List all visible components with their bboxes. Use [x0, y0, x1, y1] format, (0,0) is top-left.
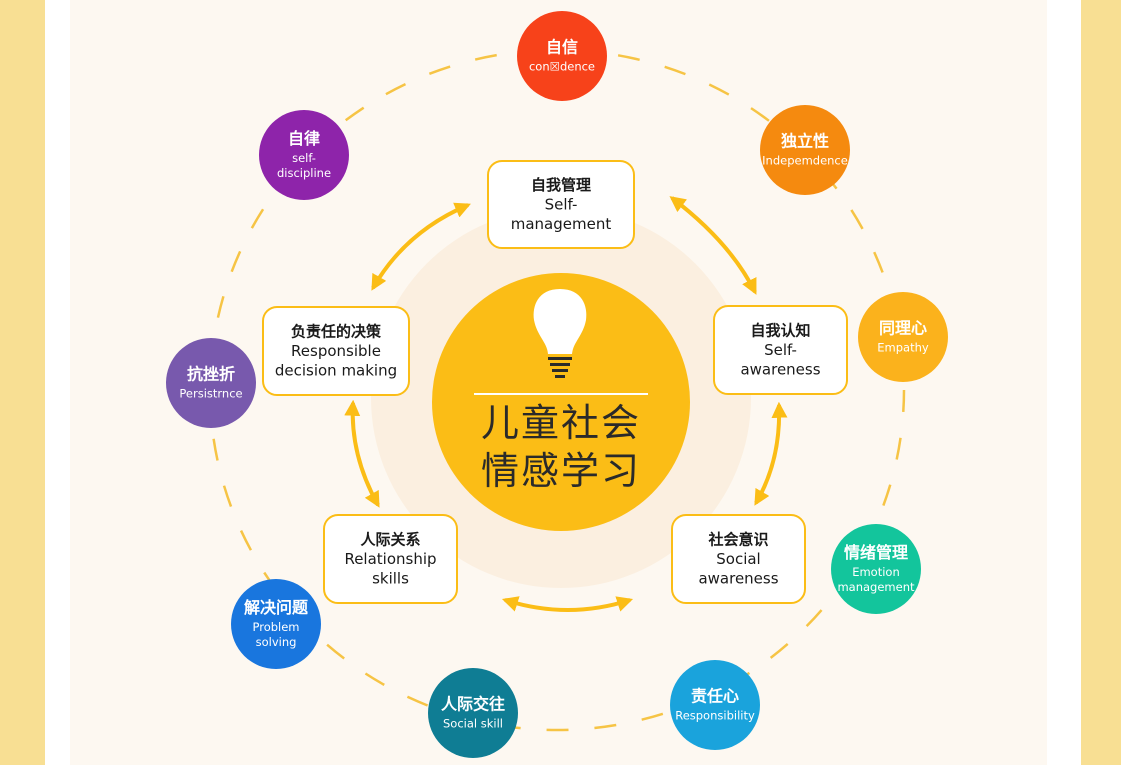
core-box-subtitle: management: [511, 215, 612, 233]
arrow-relationship-decision: [344, 399, 380, 508]
skill-circle: [166, 338, 256, 428]
arrow-social-relationship: [501, 596, 634, 612]
skill-node-empathy: 同理心 Empathy: [858, 292, 948, 382]
skill-subtitle: discipline: [277, 166, 331, 180]
core-box-subtitle: skills: [372, 570, 409, 588]
core-box-title: 人际关系: [360, 531, 420, 549]
cycle-arrows: [344, 196, 788, 612]
skill-subtitle: self-: [292, 151, 316, 165]
skill-title: 独立性: [781, 132, 829, 151]
skill-title: 自律: [288, 129, 320, 148]
skill-subtitle: Problem: [252, 620, 299, 634]
core-box-title: 自我管理: [531, 176, 591, 194]
core-box-title: 负责任的决策: [291, 323, 382, 341]
core-box-subtitle: Self-: [545, 196, 578, 214]
skill-title: 同理心: [879, 319, 927, 338]
core-box-subtitle: Relationship: [344, 550, 436, 568]
core-box-subtitle: Responsible: [291, 342, 381, 360]
center-title-line2: 情感学习: [481, 449, 641, 493]
skill-node-self-discipline: 自律 self-discipline: [259, 110, 349, 200]
core-box-frame: [323, 514, 458, 604]
center-title-line1: 儿童社会: [481, 401, 641, 445]
core-box-subtitle: decision making: [275, 362, 397, 380]
skill-title: 责任心: [691, 687, 739, 706]
skill-subtitle: Indepemdence: [762, 154, 848, 168]
skill-subtitle: management: [837, 580, 915, 594]
core-box-subtitle: Self-: [764, 341, 797, 359]
skill-circle: [231, 579, 321, 669]
skill-circle: [517, 11, 607, 101]
skill-subtitle: Emotion: [852, 565, 900, 579]
core-box-title: 社会意识: [707, 531, 768, 549]
skill-subtitle: Responsibility: [675, 709, 755, 723]
skill-title: 解决问题: [244, 598, 309, 617]
skill-circle: [670, 660, 760, 750]
arrow-decision-management: [371, 202, 471, 291]
core-box-subtitle: Social: [716, 550, 760, 568]
skill-subtitle: con☒dence: [529, 60, 595, 74]
core-box-subtitle: awareness: [740, 361, 820, 379]
core-competencies: 自我管理Self-management自我认知Self-awareness社会意…: [262, 160, 848, 604]
skill-node-social-skill: 人际交往 Social skill: [428, 668, 518, 758]
skill-node-responsibility: 责任心 Responsibility: [670, 660, 760, 750]
core-box-frame: [671, 514, 806, 604]
skill-circle: [858, 292, 948, 382]
skill-title: 自信: [546, 38, 578, 57]
lightbulb-icon: [533, 289, 587, 378]
skill-node-persistence: 抗挫折 Persistrnce: [166, 338, 256, 428]
outer-skills: 自信 con☒dence 独立性 Indepemdence 同理心 Empathy 情绪管理…: [166, 11, 948, 758]
skill-circle: [428, 668, 518, 758]
skill-title: 抗挫折: [187, 365, 235, 384]
skill-circle: [259, 110, 349, 200]
skill-subtitle: solving: [256, 635, 297, 649]
outer-dashed-ring: [208, 48, 906, 732]
center-circle: [432, 273, 690, 531]
center-node: 儿童社会 情感学习: [432, 273, 690, 531]
core-box-title: 自我认知: [750, 322, 810, 340]
arrow-management-awareness: [669, 196, 757, 295]
skill-circle: [760, 105, 850, 195]
skill-title: 人际交往: [441, 695, 505, 714]
core-box-self-management: 自我管理 Self-management: [487, 160, 635, 249]
core-box-frame: [262, 306, 410, 396]
skill-subtitle: Social skill: [443, 717, 503, 731]
core-box-subtitle: awareness: [698, 570, 778, 588]
core-box-frame: [487, 160, 635, 249]
arrow-awareness-social: [754, 401, 788, 506]
skill-node-independence: 独立性 Indepemdence: [760, 105, 850, 195]
skill-subtitle: Empathy: [877, 341, 929, 355]
skill-subtitle: Persistrnce: [179, 387, 242, 401]
skill-title: 情绪管理: [844, 543, 908, 562]
skill-node-confidence: 自信 con☒dence: [517, 11, 607, 101]
skill-circle: [831, 524, 921, 614]
core-box-frame: [713, 305, 848, 395]
